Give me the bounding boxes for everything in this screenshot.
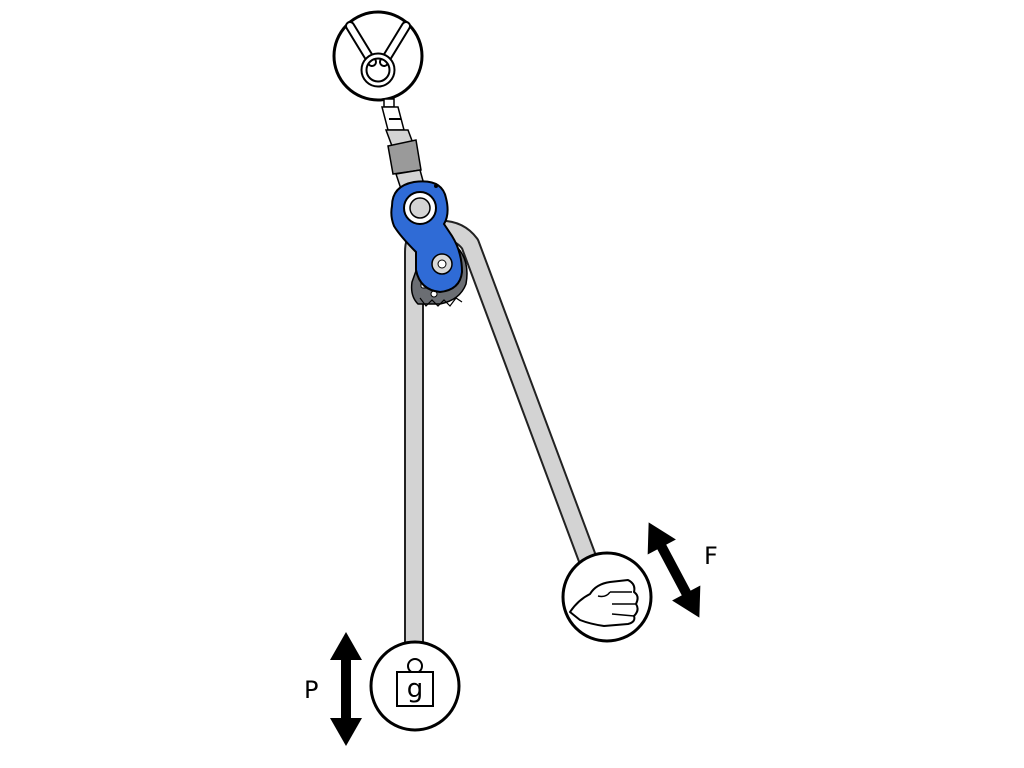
anchor-icon bbox=[332, 10, 424, 102]
pull-force-label: F bbox=[704, 542, 718, 570]
weight-mass-label: g bbox=[407, 674, 424, 704]
fist-icon bbox=[561, 551, 653, 643]
pull-force-arrow-icon bbox=[647, 522, 701, 618]
pulley-device-icon bbox=[390, 180, 468, 307]
load-force-arrow-icon bbox=[330, 632, 362, 746]
weight-icon: g bbox=[369, 640, 461, 732]
load-force-label: P bbox=[304, 676, 318, 704]
